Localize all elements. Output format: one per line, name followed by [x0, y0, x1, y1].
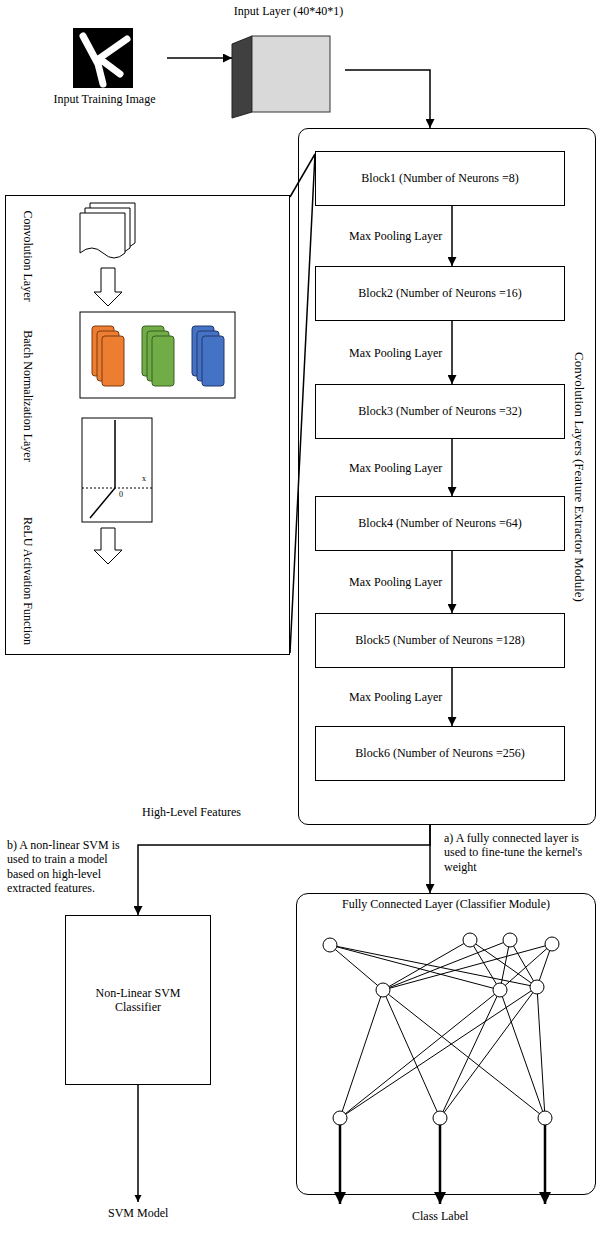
input-layer: Input Layer (40*40*1)	[232, 4, 345, 118]
node-text: Block1 (Number of Neurons =8)	[361, 171, 518, 185]
neuron	[463, 933, 477, 947]
conv-block: Block5 (Number of Neurons =128)	[315, 613, 565, 668]
network-weights	[340, 987, 545, 1118]
node-text: Convolution Layer	[21, 211, 35, 302]
conv-block: Block6 (Number of Neurons =256)	[315, 726, 565, 781]
output-arrow	[544, 1125, 547, 1204]
node-text: Block3 (Number of Neurons =32)	[358, 404, 521, 418]
annotation-label: Class Label	[410, 1209, 470, 1223]
green-channel	[152, 336, 174, 386]
annotation-label: SVM Model	[106, 1206, 170, 1220]
node-text: Block4 (Number of Neurons =64)	[358, 516, 521, 530]
classifier-module: Fully Connected Layer (Classifier Module…	[296, 893, 596, 1195]
neuron	[545, 937, 559, 951]
network-weights	[330, 940, 552, 990]
neuron	[376, 983, 390, 997]
connector	[290, 154, 315, 653]
neuron	[433, 1111, 447, 1125]
input-slab-side	[232, 36, 252, 118]
neuron	[323, 938, 337, 952]
input-slab-front	[252, 36, 330, 112]
input-image	[73, 28, 133, 88]
edge-label: a) A fully connected layer is used to fi…	[442, 831, 590, 874]
neuron	[530, 980, 544, 994]
connector	[167, 57, 232, 59]
node-text: Non-Linear SVM Classifier	[74, 986, 202, 1015]
relu-axis	[82, 488, 152, 489]
svm-classifier: Non-Linear SVM Classifier	[65, 915, 211, 1085]
feature-map-sheet	[80, 213, 125, 258]
feature-extractor-module: Convolution Layers (Feature Extractor Mo…	[298, 128, 596, 825]
node-text: Input Training Image	[42, 92, 167, 106]
hollow-arrow	[94, 268, 122, 306]
relu-curve	[90, 420, 115, 518]
connector	[451, 206, 453, 266]
node-text: Block5 (Number of Neurons =128)	[355, 633, 524, 647]
output-arrow	[439, 1125, 442, 1204]
model-arrow	[137, 1085, 139, 1202]
relu-plot-frame	[82, 418, 152, 522]
node-text: Input Layer (40*40*1)	[232, 4, 345, 18]
connector	[345, 70, 430, 128]
connector	[451, 551, 453, 613]
edge-label: b) A non-linear SVM is used to train a m…	[5, 838, 127, 896]
annotation-label: 0	[118, 490, 124, 500]
node-text: Block6 (Number of Neurons =256)	[355, 746, 524, 760]
edge-label: Max Pooling Layer	[347, 461, 444, 475]
connector	[451, 668, 453, 726]
batch-norm-frame	[80, 312, 235, 398]
node-text: Block2 (Number of Neurons =16)	[358, 286, 521, 300]
handwritten-glyph	[83, 36, 127, 84]
edge-label: Max Pooling Layer	[347, 346, 444, 360]
node-text: Batch Normalization Layer	[21, 330, 35, 461]
edge-label: Max Pooling Layer	[347, 690, 444, 704]
node-text: Fully Connected Layer (Classifier Module…	[297, 897, 595, 911]
node-text: ReLU Activation Function	[21, 517, 35, 645]
annotation-label: x	[141, 474, 147, 484]
input-image-node: Input Training Image	[42, 28, 167, 112]
edge-label: Max Pooling Layer	[347, 229, 444, 243]
output-arrow	[339, 1125, 342, 1204]
conv-block: Block4 (Number of Neurons =64)	[315, 496, 565, 551]
neuron	[333, 1111, 347, 1125]
block-detail-panel: Convolution LayerBatch Normalization Lay…	[5, 195, 290, 655]
neuron	[503, 933, 517, 947]
neuron	[538, 1111, 552, 1125]
annotation-label: High-Level Features	[140, 805, 243, 819]
connector	[451, 321, 453, 384]
node-text: Convolution Layers (Feature Extractor Mo…	[571, 352, 587, 602]
blue-channel	[202, 336, 224, 386]
conv-block: Block1 (Number of Neurons =8)	[315, 151, 565, 206]
hollow-arrow	[94, 528, 122, 564]
orange-channel	[102, 336, 124, 386]
connector	[451, 439, 453, 496]
conv-block: Block2 (Number of Neurons =16)	[315, 266, 565, 321]
neuron	[493, 983, 507, 997]
conv-block: Block3 (Number of Neurons =32)	[315, 384, 565, 439]
edge-label: Max Pooling Layer	[347, 575, 444, 589]
